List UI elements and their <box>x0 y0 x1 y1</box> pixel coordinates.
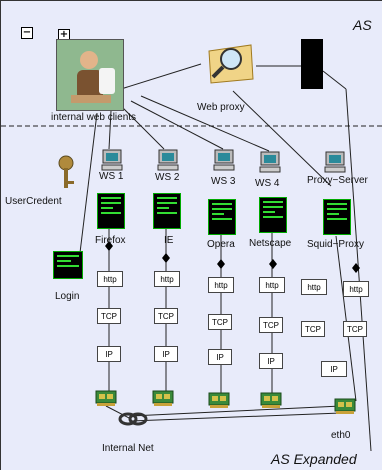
internal-net-hub[interactable] <box>118 409 148 434</box>
diamond-marker-1 <box>105 241 113 251</box>
computer-icon <box>259 151 281 173</box>
http-box-4[interactable]: http <box>259 277 285 293</box>
http-box-5[interactable]: http <box>301 279 327 295</box>
computer-icon <box>213 149 235 171</box>
computer-icon <box>101 149 123 171</box>
ip-box-2[interactable]: IP <box>154 346 178 362</box>
tcp-box-5[interactable]: TCP <box>301 321 325 337</box>
computer-icon <box>324 151 346 173</box>
ws2-computer[interactable] <box>157 149 179 176</box>
diamond-marker-3 <box>217 259 225 269</box>
firefox-label: Firefox <box>95 235 126 246</box>
net-bus-2 <box>130 412 342 422</box>
proxy-server-label: Proxy−Server <box>307 175 368 186</box>
user-credential-label: UserCredent <box>5 196 62 207</box>
link-clients-ws4 <box>140 95 270 152</box>
proxy-server-computer[interactable] <box>324 151 346 178</box>
chain-link-icon <box>118 412 148 426</box>
network-card-icon <box>208 392 230 408</box>
link-clients-login <box>78 112 98 262</box>
nic-2[interactable] <box>152 389 174 412</box>
link-box-right <box>322 70 347 90</box>
ip-box-4[interactable]: IP <box>259 353 283 369</box>
ws2-label: WS 2 <box>155 172 180 183</box>
as-expanded-title: AS Expanded <box>271 451 357 467</box>
diamond-marker-2 <box>162 253 170 263</box>
netscape-label: Netscape <box>249 238 292 249</box>
link-clients-ws2 <box>120 105 165 150</box>
internal-web-clients-node[interactable] <box>56 39 124 111</box>
magnifier-icon <box>208 44 254 84</box>
as-title: AS <box>353 17 372 33</box>
tcp-box-2[interactable]: TCP <box>154 308 178 324</box>
people-icon <box>71 51 115 103</box>
web-proxy-label: Web proxy <box>197 102 245 113</box>
tcp-box-6[interactable]: TCP <box>343 321 367 337</box>
netscape-terminal[interactable] <box>259 197 287 233</box>
eth0-label: eth0 <box>331 430 351 441</box>
link-clients-proxy <box>120 63 202 90</box>
squid-proxy-terminal[interactable] <box>323 199 351 235</box>
ws3-computer[interactable] <box>213 149 235 176</box>
ws4-computer[interactable] <box>259 151 281 178</box>
net-bus-1 <box>130 405 342 417</box>
collapse-button[interactable]: − <box>21 27 33 39</box>
web-proxy-node[interactable] <box>201 39 256 92</box>
ws1-label: WS 1 <box>99 171 124 182</box>
tcp-box-4[interactable]: TCP <box>259 317 283 333</box>
login-terminal[interactable] <box>53 251 83 279</box>
ws3-label: WS 3 <box>211 176 236 187</box>
opera-terminal[interactable] <box>208 199 236 235</box>
nic-1[interactable] <box>95 389 117 412</box>
network-card-icon <box>334 398 356 414</box>
network-card-icon <box>152 390 174 406</box>
tcp-box-3[interactable]: TCP <box>208 314 232 330</box>
http-box-3[interactable]: http <box>208 277 234 293</box>
ws1-computer[interactable] <box>101 149 123 176</box>
firefox-terminal[interactable] <box>97 193 125 229</box>
ws4-label: WS 4 <box>255 178 280 189</box>
squid-proxy-label: Squid−Proxy <box>307 239 364 250</box>
network-card-icon <box>95 390 117 406</box>
network-card-icon <box>260 392 282 408</box>
nic-eth0[interactable] <box>334 397 356 420</box>
stack-line-5 <box>335 235 357 402</box>
internal-net-label: Internal Net <box>102 443 154 454</box>
ie-label: IE <box>164 235 174 246</box>
link-right-edge <box>345 88 372 452</box>
key-icon <box>58 155 74 188</box>
nic-4[interactable] <box>260 391 282 414</box>
nic-3[interactable] <box>208 391 230 414</box>
internal-web-clients-label: internal web clients <box>51 112 137 123</box>
user-credential-node[interactable] <box>56 153 84 196</box>
http-box-2[interactable]: http <box>154 271 180 287</box>
ip-box-3[interactable]: IP <box>208 349 232 365</box>
tcp-box-1[interactable]: TCP <box>97 308 121 324</box>
ip-box-5[interactable]: IP <box>321 361 347 377</box>
http-box-1[interactable]: http <box>97 271 123 287</box>
link-clients-ws3 <box>130 100 224 150</box>
login-label: Login <box>55 291 80 302</box>
computer-icon <box>157 149 179 171</box>
diamond-marker-5 <box>352 263 360 273</box>
opera-label: Opera <box>207 239 235 250</box>
external-black-box[interactable] <box>301 39 323 89</box>
link-proxy-server <box>232 90 332 187</box>
diamond-marker-4 <box>269 259 277 269</box>
ie-terminal[interactable] <box>153 193 181 229</box>
link-clients-ws1 <box>108 110 112 150</box>
ip-box-1[interactable]: IP <box>97 346 121 362</box>
http-box-6[interactable]: http <box>343 281 369 297</box>
link-net-ws1 <box>105 405 132 420</box>
